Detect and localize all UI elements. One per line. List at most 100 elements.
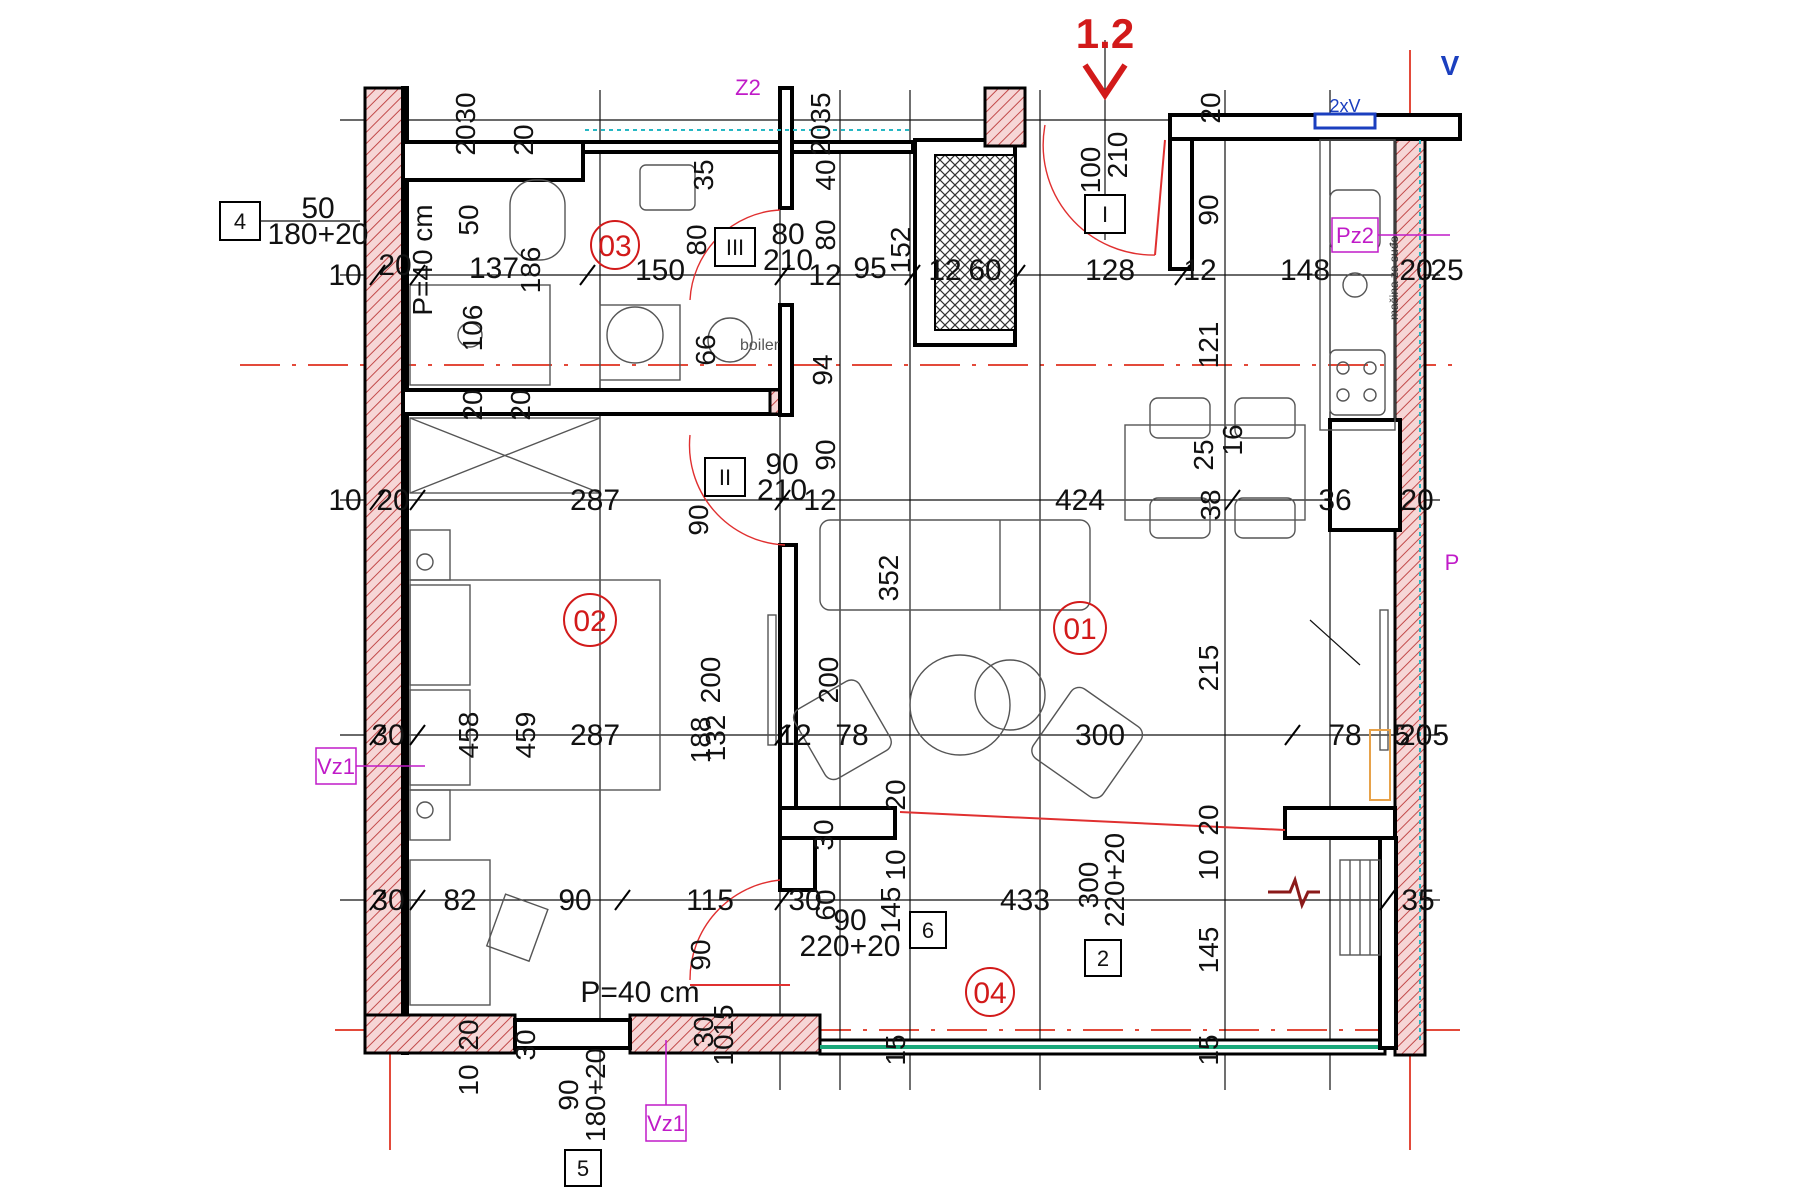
bathroom-bottom-wall xyxy=(401,388,780,416)
section-label: 1.2 xyxy=(1076,10,1134,57)
dim-20j: 20 xyxy=(1400,484,1433,517)
dim-20f: 20 xyxy=(1195,92,1226,123)
dim-5: 5 xyxy=(1394,719,1411,752)
tv-panel xyxy=(767,614,777,746)
bottom-wall-left xyxy=(363,1013,517,1055)
dim-152: 152 xyxy=(885,227,916,274)
dim-20h: 20 xyxy=(505,389,536,420)
window-2-height: 220+20 xyxy=(1099,833,1130,927)
dim-66: 66 xyxy=(690,334,721,365)
dimension-labels: 10 20 137 186 150 80 12 95 152 12 60 128… xyxy=(328,92,1463,1095)
dim-132: 132 xyxy=(700,715,731,762)
vz1-left-label: Vz1 xyxy=(317,754,355,779)
dim-188-visible: 188 xyxy=(685,717,716,764)
door-II-width: 90 xyxy=(765,448,798,481)
room-03-label: 03 xyxy=(598,230,631,263)
dim-20d: 20 xyxy=(805,124,836,155)
dim-40: 40 xyxy=(810,159,841,190)
boiler-circle xyxy=(707,317,753,363)
wardrobe xyxy=(409,417,601,494)
window-2-width: 300 xyxy=(1073,862,1104,909)
dim-200: 200 xyxy=(695,657,726,704)
window-4-height: 180+20 xyxy=(268,218,369,251)
room-02-label: 02 xyxy=(573,605,606,638)
dim-148: 148 xyxy=(1280,254,1330,287)
v-label: V xyxy=(1441,50,1460,81)
dim-20c: 20 xyxy=(450,124,481,155)
dim-35: 35 xyxy=(805,92,836,123)
dim-200b: 200 xyxy=(813,657,844,704)
dim-25b: 25 xyxy=(1188,439,1219,470)
dim-78b: 78 xyxy=(1328,719,1361,752)
window-6-width: 90 xyxy=(833,904,866,937)
dim-15c: 15 xyxy=(1193,1034,1224,1065)
p-bottom-label: P=40 cm xyxy=(580,976,699,1009)
dim-30g: 30 xyxy=(688,1016,719,1047)
window-5-width: 90 xyxy=(553,1079,584,1110)
dim-20b: 20 xyxy=(1399,254,1432,287)
sofa xyxy=(819,519,1091,611)
dim-90c: 90 xyxy=(683,504,714,535)
kitchen-column xyxy=(1328,418,1402,532)
door-III-height: 210 xyxy=(763,244,813,277)
dim-90d: 90 xyxy=(558,884,591,917)
dim-20: 20 xyxy=(378,249,411,282)
dim-128: 128 xyxy=(1085,254,1135,287)
shower xyxy=(409,284,551,386)
window-2xV-label: 2xV xyxy=(1329,96,1360,116)
window-5-tag: 5 xyxy=(577,1156,589,1181)
window-2xV xyxy=(1313,112,1377,130)
p-top-label: P=40 cm xyxy=(407,204,438,315)
armchair-right xyxy=(1031,686,1144,799)
dim-36: 36 xyxy=(1318,484,1351,517)
door-II-tag: II xyxy=(719,465,731,490)
dim-60b: 60 xyxy=(810,889,841,920)
dim-35c: 35 xyxy=(1401,884,1434,917)
dim-205: 205 xyxy=(1399,719,1449,752)
boiler-label: boiler xyxy=(740,337,780,354)
dim-94: 94 xyxy=(807,354,838,385)
dim-10f: 10 xyxy=(708,1034,739,1065)
dim-145: 145 xyxy=(875,887,906,934)
dim-12d: 12 xyxy=(803,484,836,517)
bottom-wall-mid xyxy=(628,1013,822,1055)
dim-16: 16 xyxy=(1217,424,1248,455)
pz2-label: Pz2 xyxy=(1336,223,1374,248)
dim-20g: 20 xyxy=(457,389,488,420)
electrical-panel xyxy=(1369,729,1391,801)
top-mid-wall xyxy=(581,140,915,154)
dim-15: 15 xyxy=(708,1004,739,1035)
dim-38: 38 xyxy=(1195,489,1226,520)
dim-90e: 90 xyxy=(685,939,716,970)
dim-25: 25 xyxy=(1430,254,1463,287)
door-tags: I 100 210 II 90 210 III 80 210 xyxy=(704,132,1133,507)
window-2-tag: 2 xyxy=(1097,946,1109,971)
dim-20e: 20 xyxy=(508,124,539,155)
heater-symbol xyxy=(1268,875,1320,910)
dishwasher-label: mašina za suđe xyxy=(1387,236,1401,320)
dim-82: 82 xyxy=(443,884,476,917)
dim-30: 30 xyxy=(450,92,481,123)
dim-30f: 30 xyxy=(510,1029,541,1060)
dim-459: 459 xyxy=(510,712,541,759)
dim-215: 215 xyxy=(1193,645,1224,692)
dim-30e: 30 xyxy=(788,884,821,917)
dim-145b: 145 xyxy=(1193,927,1224,974)
dim-287b: 287 xyxy=(570,719,620,752)
room-markers: 02 03 01 04 xyxy=(563,220,1107,1017)
dim-352: 352 xyxy=(873,555,904,602)
dim-12: 12 xyxy=(808,259,841,292)
dim-12e: 12 xyxy=(778,719,811,752)
window-6-tag: 6 xyxy=(922,918,934,943)
dim-80: 80 xyxy=(681,224,712,255)
bottom-window-sill xyxy=(513,1018,632,1050)
desk-chair xyxy=(485,893,549,963)
dim-150: 150 xyxy=(635,254,685,287)
balcony-right-stub xyxy=(1283,806,1397,840)
z2-label: Z2 xyxy=(735,75,761,100)
room-01-label: 01 xyxy=(1063,613,1096,646)
dim-186: 186 xyxy=(515,247,546,294)
door-I-width: 100 xyxy=(1075,147,1106,194)
dim-35b: 35 xyxy=(688,159,719,190)
